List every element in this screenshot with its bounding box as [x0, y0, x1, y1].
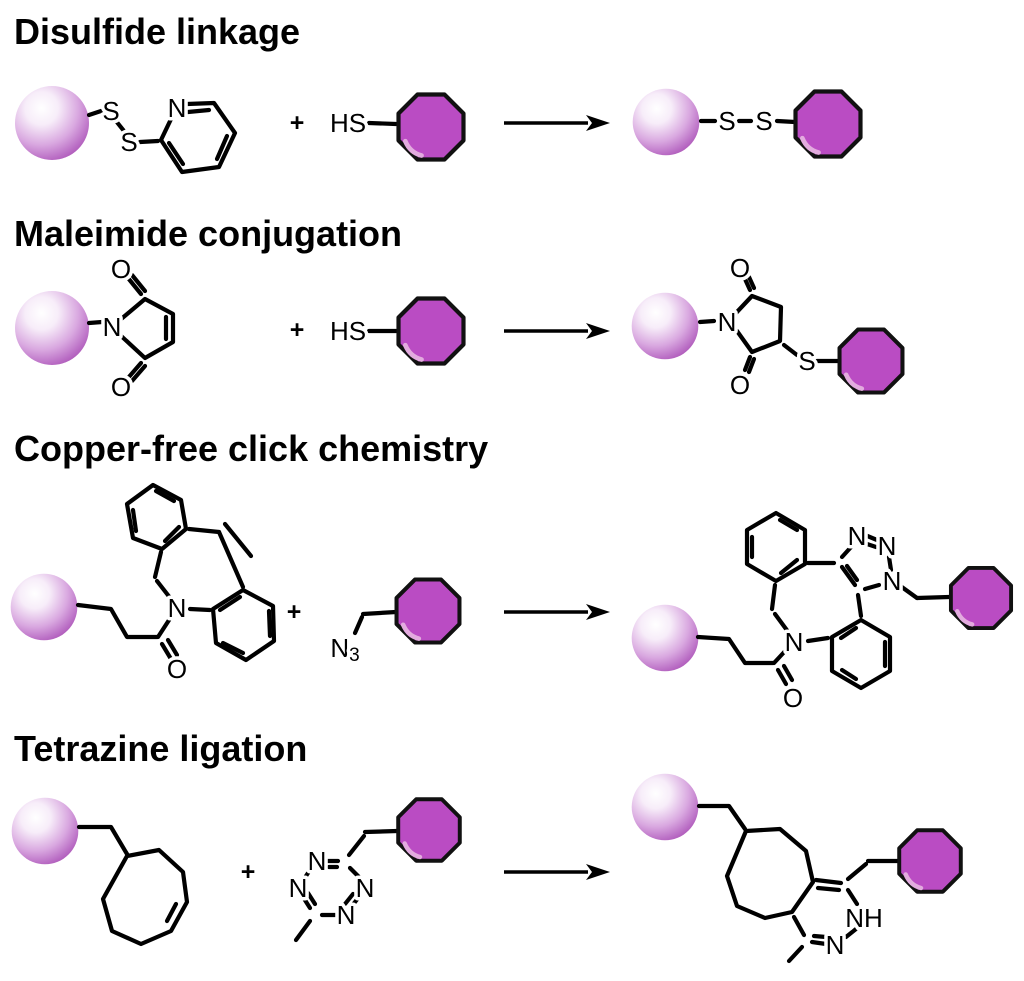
biomolecule-sphere [631, 292, 699, 360]
atom-label-n: N [878, 531, 897, 561]
plus-sign: + [287, 598, 302, 626]
reaction-arrow [502, 113, 612, 133]
section-click-chemistry: Copper-free click chemistry N O + N3 [10, 428, 1011, 717]
plus-sign: + [241, 858, 256, 886]
azide-label: N3 [330, 633, 359, 666]
reaction-arrow [502, 862, 612, 882]
cargo-octagon [899, 830, 961, 892]
reaction-arrow [502, 602, 612, 622]
cargo-octagon [397, 580, 460, 643]
atom-label-s: S [798, 346, 815, 376]
atom-label-o: O [111, 254, 131, 284]
dihydropyridazine-product-bonds [696, 803, 902, 964]
product-bonds [698, 118, 798, 125]
cargo-octagon [399, 299, 464, 364]
section-title: Tetrazine ligation [14, 728, 307, 769]
product-labels: N O O S [714, 250, 819, 404]
plus-sign: + [290, 109, 305, 137]
triazole-product-bonds [695, 510, 952, 691]
product-labels: S S [715, 103, 776, 140]
thiol-label: HS [330, 108, 366, 138]
atom-label-s: S [755, 106, 772, 136]
atom-label-o: O [111, 372, 131, 402]
atom-label-n: N [289, 873, 308, 903]
atom-label-s: S [120, 127, 137, 157]
atom-label-n: N [103, 312, 122, 342]
product-labels: N O N N N [779, 518, 905, 717]
biomolecule-sphere [15, 86, 89, 160]
section-disulfide: Disulfide linkage S S N + HS S [14, 11, 861, 175]
atom-label-o: O [730, 370, 750, 400]
section-maleimide: Maleimide conjugation N O O + HS [14, 213, 903, 406]
thiol-label: HS [330, 316, 366, 346]
azide-bonds [352, 609, 399, 636]
section-title: Disulfide linkage [14, 11, 300, 52]
atom-label-n: N [337, 900, 356, 930]
reaction-arrow [502, 321, 612, 341]
biomolecule-sphere [632, 88, 700, 156]
cargo-octagon [398, 799, 460, 861]
tetrazine-bonds [293, 828, 400, 943]
tco-bonds [76, 824, 190, 947]
disulfide-labels: S S N + HS [99, 90, 370, 161]
product-labels: NH N [822, 900, 886, 964]
atom-label-s: S [718, 106, 735, 136]
maleimide-bonds [86, 272, 399, 384]
atom-label-n: N [308, 846, 327, 876]
dbco-bonds [75, 482, 277, 663]
maleimide-labels: N O O + HS [99, 251, 369, 406]
atom-label-s: S [102, 96, 119, 126]
plus-sign: + [290, 316, 305, 344]
cargo-octagon [796, 92, 861, 157]
succinimide-product-bonds [697, 274, 843, 375]
biomolecule-sphere [11, 797, 79, 865]
atom-label-n: N [168, 593, 187, 623]
atom-label-o: O [783, 683, 803, 713]
biomolecule-sphere [15, 291, 89, 365]
cargo-octagon [399, 95, 464, 160]
section-title: Copper-free click chemistry [14, 428, 488, 469]
dbco-labels: N O + [163, 590, 302, 688]
biomolecule-sphere [631, 604, 699, 672]
atom-label-n: N [356, 873, 375, 903]
atom-label-n: N [785, 627, 804, 657]
atom-label-o: O [167, 654, 187, 684]
section-tetrazine: Tetrazine ligation + N N N N [11, 728, 961, 964]
atom-label-n: N [826, 930, 845, 960]
atom-label-nh: NH [845, 903, 883, 933]
atom-label-n: N [718, 307, 737, 337]
atom-label-n: N [168, 93, 187, 123]
pyridyl-disulfide-bonds [86, 100, 399, 175]
atom-label-n: N [883, 566, 902, 596]
cargo-octagon [840, 330, 903, 393]
atom-label-o: O [730, 253, 750, 283]
biomolecule-sphere [631, 773, 699, 841]
cargo-octagon [951, 568, 1011, 628]
biomolecule-sphere [10, 573, 78, 641]
tetrazine-labels: N N N N [285, 843, 378, 934]
atom-label-n: N [848, 521, 867, 551]
section-title: Maleimide conjugation [14, 213, 402, 254]
